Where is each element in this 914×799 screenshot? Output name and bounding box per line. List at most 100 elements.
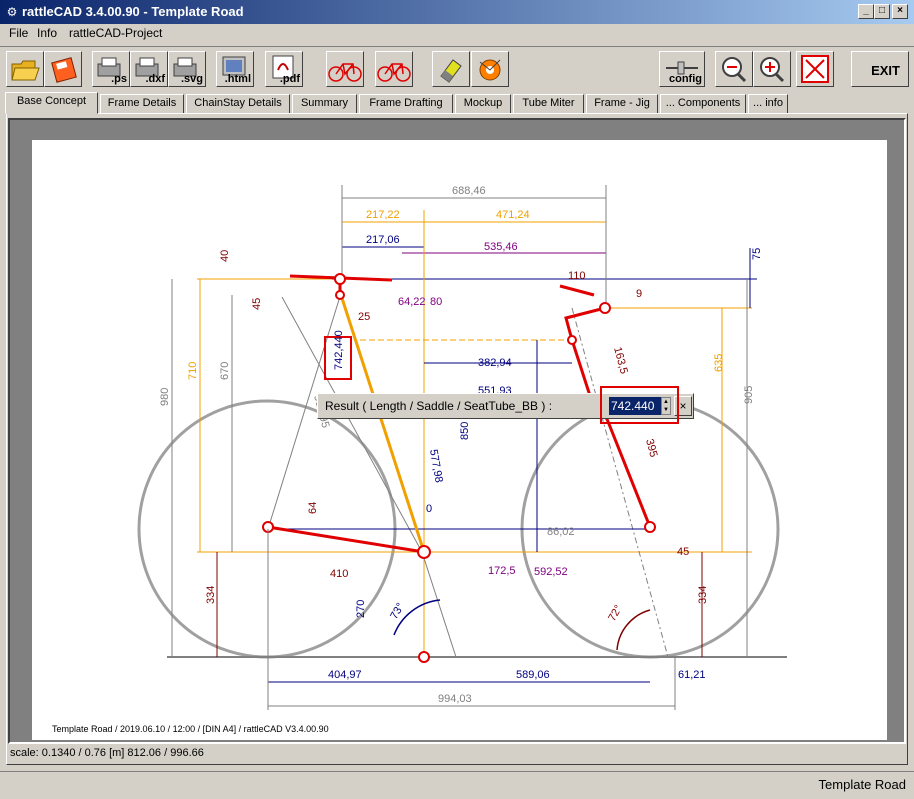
label-top-total: 688,46 (452, 185, 486, 197)
result-label: Result ( Length / Saddle / SeatTube_BB )… (325, 399, 553, 413)
result-close-button[interactable]: × (674, 396, 692, 416)
scale-readout: scale: 0.1340 / 0.76 [m] 812.06 / 996.66 (10, 747, 204, 759)
eraser-button[interactable] (432, 51, 470, 87)
config-label: config (669, 73, 702, 85)
steering-axis (571, 307, 669, 658)
app-icon: ⚙ (6, 5, 18, 19)
bike-view-1-button[interactable] (326, 51, 364, 87)
drawing-sheet: 688,46 217,22 471,24 217,06 535,46 110 7… (32, 140, 887, 740)
tab-info[interactable]: ... info (748, 94, 788, 114)
open-button[interactable] (6, 51, 44, 87)
label-seat-top: 40 (219, 250, 231, 262)
bicycle-icon (377, 63, 411, 82)
tab-tube-miter[interactable]: Tube Miter (513, 94, 584, 114)
label-64: 64 (307, 502, 319, 514)
head-angle-arc (616, 609, 651, 651)
result-value-input[interactable]: 742.440 (609, 397, 661, 415)
bike-geometry-drawing: 688,46 217,22 471,24 217,06 535,46 110 7… (52, 185, 787, 734)
export-svg-button[interactable]: .svg (168, 51, 206, 87)
label-seat-45: 45 (251, 298, 263, 310)
menu-info[interactable]: Info (37, 26, 58, 40)
tab-frame-jig[interactable]: Frame - Jig (586, 94, 658, 114)
folder-icon (11, 60, 40, 81)
label-ang72: 72° (606, 603, 625, 623)
printer-icon (97, 57, 121, 77)
exit-button[interactable]: EXIT (851, 51, 909, 87)
export-dxf-button[interactable]: .dxf (130, 51, 168, 87)
label-stem: 110 (568, 270, 586, 282)
label-9: 9 (636, 288, 642, 300)
label-80: 80 (430, 296, 442, 308)
save-button[interactable] (44, 51, 82, 87)
window-title: rattleCAD 3.4.00.90 - Template Road (22, 4, 244, 19)
bike-view-2-button[interactable] (375, 51, 413, 87)
tab-mockup[interactable]: Mockup (455, 94, 511, 114)
label-270: 270 (355, 600, 367, 618)
result-spinner[interactable]: ▲▼ (661, 397, 671, 415)
render-wheel-icon (479, 59, 501, 81)
pdf-icon (272, 55, 294, 79)
label-1725: 172,5 (488, 565, 516, 577)
tab-components[interactable]: ... Components (660, 94, 746, 114)
export-pdf-button[interactable]: .pdf (265, 51, 303, 87)
chainstay (267, 525, 425, 554)
config-button[interactable]: config (659, 51, 705, 87)
tab-summary[interactable]: Summary (292, 94, 357, 114)
result-value-highlight (600, 386, 679, 424)
menu-project[interactable]: rattleCAD-Project (69, 26, 163, 40)
tab-panel (6, 113, 908, 765)
seattube-orange (338, 291, 426, 553)
construction-line-2 (267, 289, 343, 530)
downtube-front (605, 418, 652, 528)
bb-floor-line (421, 551, 457, 658)
label-1635: 163,5 (611, 346, 630, 376)
label-395: 395 (643, 438, 659, 459)
zoom-in-icon (760, 57, 785, 83)
label-710: 710 (187, 362, 199, 380)
export-dxf-label: .dxf (145, 73, 165, 85)
status-text: Template Road (818, 777, 906, 792)
drawing-canvas[interactable]: 688,46 217,22 471,24 217,06 535,46 110 7… (8, 118, 906, 744)
tab-bar: Base Concept Frame Details ChainStay Det… (0, 92, 914, 114)
menu-bar: File Info rattleCAD-Project (0, 24, 914, 44)
tab-chainstay-details[interactable]: ChainStay Details (186, 94, 290, 114)
minimize-button[interactable]: _ (858, 4, 874, 19)
zoom-out-icon (722, 57, 747, 83)
eraser-icon (440, 59, 462, 83)
tab-frame-drafting[interactable]: Frame Drafting (359, 94, 453, 114)
label-410: 410 (330, 568, 348, 580)
label-orange-left: 217,22 (366, 209, 400, 221)
handlebar (559, 284, 595, 297)
render-button[interactable] (471, 51, 509, 87)
tab-base-concept[interactable]: Base Concept (5, 92, 98, 114)
bottom-bracket (417, 545, 431, 559)
bb-ground-point (418, 651, 430, 663)
result-dialog: Result ( Length / Saddle / SeatTube_BB )… (317, 393, 694, 419)
zoom-in-button[interactable] (753, 51, 791, 87)
headtube-point (567, 335, 577, 345)
close-button[interactable]: × (892, 4, 908, 19)
export-svg-label: .svg (180, 73, 203, 85)
saddle-point (334, 273, 346, 285)
export-html-button[interactable]: .html (216, 51, 254, 87)
drawing-footer: Template Road / 2019.06.10 / 12:00 / [DI… (52, 724, 329, 734)
maximize-button[interactable]: □ (874, 4, 890, 19)
export-ps-button[interactable]: .ps (92, 51, 130, 87)
label-head: 75 (751, 248, 763, 260)
tab-frame-details[interactable]: Frame Details (100, 94, 184, 114)
monitor-icon (222, 56, 246, 76)
seat-length-highlight (324, 336, 352, 380)
label-seattube: 742,440 (333, 330, 345, 370)
label-980: 980 (159, 388, 171, 406)
construction-line-1 (281, 296, 423, 553)
seatpost-point (335, 290, 345, 300)
printer-icon (173, 57, 197, 77)
label-905: 905 (743, 386, 755, 404)
export-html-label: .html (224, 73, 251, 85)
zoom-out-button[interactable] (715, 51, 753, 87)
menu-file[interactable]: File (9, 26, 29, 40)
fit-view-button[interactable] (796, 51, 834, 87)
handlebar-point (599, 302, 611, 314)
label-59252: 592,52 (534, 566, 568, 578)
